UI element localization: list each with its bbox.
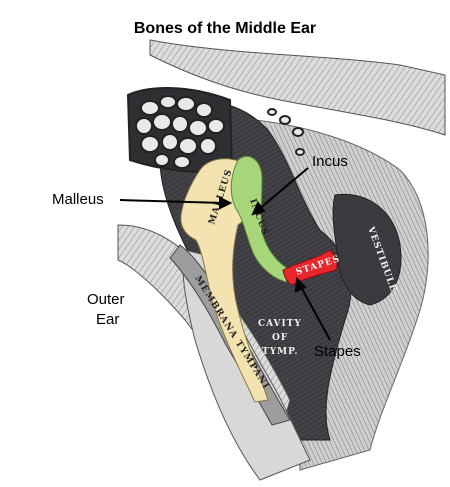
label-outer-ear-line1: Outer: [87, 291, 125, 308]
temporal-bone-arc: [149, 39, 446, 136]
mastoid-air-cells: [126, 87, 305, 173]
leader-lines: [119, 167, 331, 341]
stapes-arrow: [299, 284, 331, 341]
engraving-cavity-3: TYMP.: [262, 347, 299, 357]
stapes-bone: [282, 249, 338, 286]
diagram-title: Bones of the Middle Ear: [133, 20, 317, 37]
stapes-arrowhead: [294, 276, 307, 293]
engraving-cavity-2: OF: [272, 333, 288, 343]
malleus-arrow: [119, 199, 225, 204]
vestibule: [332, 193, 402, 306]
label-incus: Incus: [312, 153, 348, 170]
malleus-arrowhead: [219, 196, 233, 210]
label-outer-ear-line2: Ear: [96, 311, 120, 328]
incus-arrow: [257, 167, 309, 211]
incus-arrowhead: [251, 201, 266, 216]
label-malleus: Malleus: [52, 191, 104, 208]
label-stapes: Stapes: [314, 343, 361, 360]
engraving-cavity-1: CAVITY: [258, 319, 302, 329]
